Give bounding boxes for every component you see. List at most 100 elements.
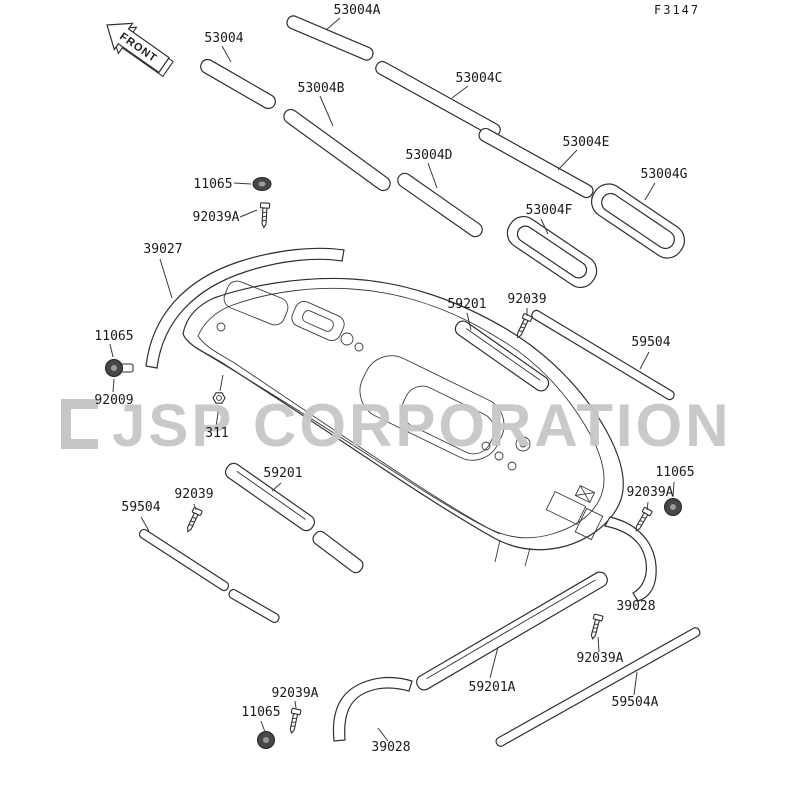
trim-59201a-shape: [416, 571, 608, 691]
leader-line: [644, 182, 656, 201]
leader-line: [377, 727, 389, 742]
leader-line: [159, 258, 173, 299]
pad-53004b-shape: [283, 108, 391, 192]
label-92039a-bottom-left: 92039A: [272, 686, 319, 701]
rear-fitting-circle: [507, 461, 517, 471]
front-arrow: FRONT: [106, 22, 174, 78]
label-92039a-top: 92039A: [193, 210, 240, 225]
bumpers-and-trim: [138, 247, 701, 747]
hull-rubrail-seam: [195, 347, 501, 535]
screw-92039a-top-icon: [258, 202, 271, 229]
trim-59504-left-segment2: [228, 588, 280, 624]
bumper-39027-shape: [145, 247, 345, 369]
leader-line: [215, 405, 220, 428]
leader-line: [557, 149, 578, 171]
label-92039a-bottom-right: 92039A: [577, 651, 624, 666]
leader-line: [140, 516, 150, 532]
leader-line: [427, 162, 438, 189]
label-59201-left: 59201: [263, 466, 302, 481]
cap-11065-bottom-icon: [257, 731, 275, 749]
label-53004d: 53004D: [406, 148, 453, 163]
label-11065-bottom: 11065: [241, 705, 280, 720]
steering-console: [291, 300, 345, 342]
leader-line: [540, 218, 549, 235]
leader-lines: [109, 17, 675, 742]
rear-fitting-circle: [494, 451, 504, 461]
bow-eye: [216, 322, 226, 332]
pad-53004a-shape: [286, 15, 374, 61]
transom-plate: [574, 484, 596, 504]
leader-line: [294, 700, 297, 709]
label-59201-right: 59201: [447, 297, 486, 312]
leader-line: [319, 95, 334, 127]
hull-drawing: [182, 277, 624, 567]
label-53004b: 53004B: [298, 81, 345, 96]
nut-attach-line: [219, 374, 224, 392]
hull-keel-line: [494, 539, 501, 563]
trim-59504a-shape: [495, 627, 701, 747]
trim-59504-right-shape: [531, 309, 675, 401]
damper-92009-icon: [105, 359, 134, 377]
watermark-text: JSP CORPORATION: [112, 392, 732, 459]
screw-92039-left-icon: [183, 506, 203, 534]
leader-line: [221, 45, 232, 63]
bumper-39028-bottom-shape: [332, 676, 413, 742]
seat-inner: [401, 385, 495, 455]
gauge-circle: [340, 332, 354, 346]
label-59504a: 59504A: [612, 695, 659, 710]
label-11065-right: 11065: [655, 465, 694, 480]
screw-92039a-bottom-right-icon: [587, 613, 604, 641]
leader-line: [112, 378, 115, 393]
pad-53004-shape: [200, 58, 276, 110]
leader-line: [233, 182, 252, 185]
leader-line: [639, 351, 650, 370]
part-labels: 53004A 53004 53004C 53004B 53004E 53004D…: [94, 3, 694, 755]
figure-ref: F3147: [654, 3, 700, 17]
seat-outline: [359, 355, 505, 461]
leader-line: [489, 646, 499, 679]
label-92009: 92009: [94, 393, 133, 408]
label-53004g: 53004G: [641, 167, 688, 182]
leader-line: [451, 85, 469, 99]
pad-53004e-shape: [478, 127, 594, 199]
deck-pads: [200, 15, 686, 289]
label-39028-right: 39028: [616, 599, 655, 614]
hull-keel-line: [524, 547, 531, 567]
label-39027: 39027: [143, 242, 182, 257]
watermark: JSP CORPORATION: [61, 392, 732, 459]
front-arrow-shadow: [110, 26, 174, 78]
label-92039a-right: 92039A: [627, 485, 674, 500]
leader-line: [260, 720, 266, 733]
pad-53004d-shape: [397, 172, 483, 238]
hull-outer-outline: [182, 277, 624, 551]
label-11065-left: 11065: [94, 329, 133, 344]
pad-53004g-shape: [590, 183, 686, 259]
label-59504-right: 59504: [631, 335, 670, 350]
label-53004a: 53004A: [334, 3, 381, 18]
leader-line: [466, 312, 472, 331]
watermark-logo-icon: [61, 399, 98, 449]
transom-bracket: [545, 490, 587, 526]
label-53004f: 53004F: [526, 203, 573, 218]
trim-59201-left-shape: [224, 462, 316, 532]
leader-line: [239, 209, 258, 218]
gauge-circle-small: [354, 342, 364, 352]
trim-59201-right-shape: [454, 320, 550, 392]
label-59504-left: 59504: [121, 500, 160, 515]
label-53004e: 53004E: [563, 135, 610, 150]
label-92039-right: 92039: [507, 292, 546, 307]
rear-fitting-circle: [481, 441, 491, 451]
label-11065-top: 11065: [193, 177, 232, 192]
label-39028-bottom: 39028: [371, 740, 410, 755]
bumper-39028-right-shape: [604, 516, 657, 602]
leader-line: [325, 17, 341, 31]
nut-311-icon: [212, 392, 226, 404]
front-hatch: [223, 280, 289, 326]
transom-bracket-small: [574, 507, 604, 541]
leader-line: [672, 481, 675, 498]
pad-53004f-shape: [506, 215, 598, 289]
trim-59504-left-shape: [138, 528, 230, 592]
label-311: 311: [205, 426, 228, 441]
